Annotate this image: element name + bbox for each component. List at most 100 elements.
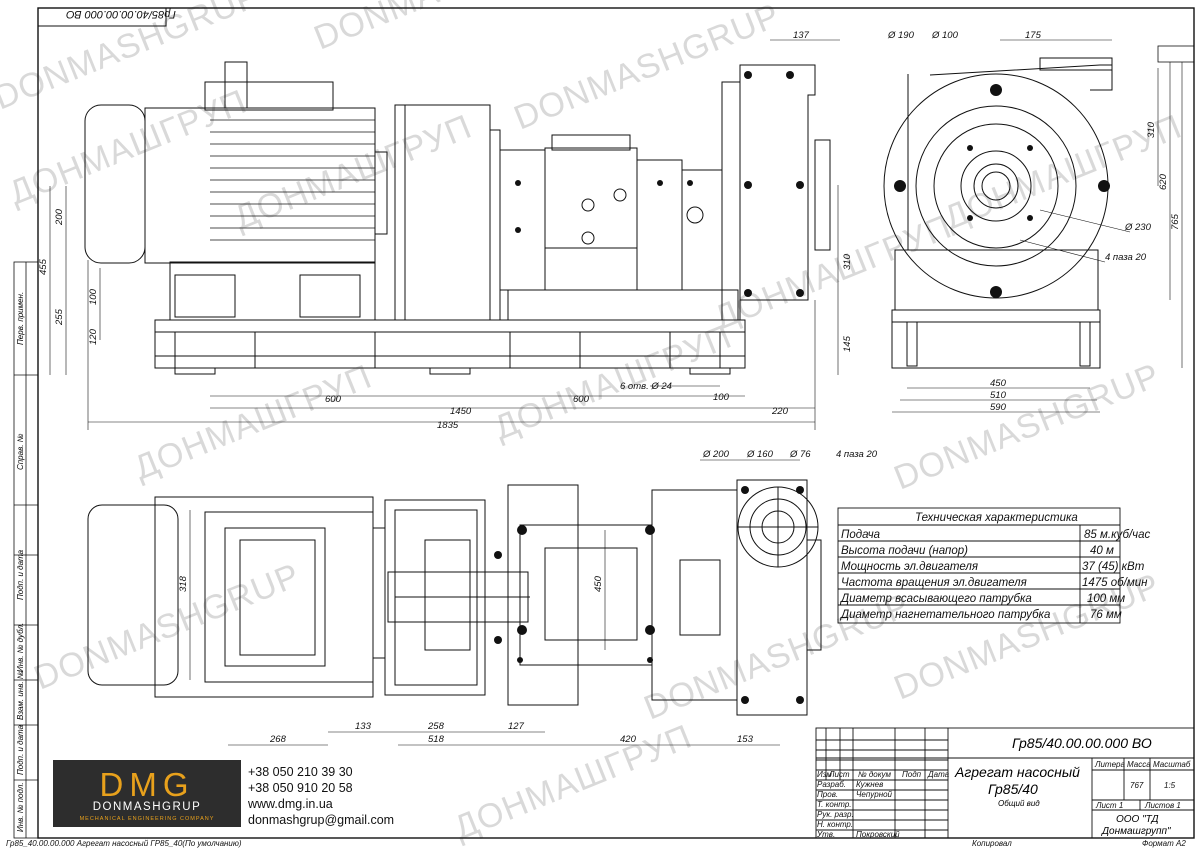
- dim-133: 133: [355, 721, 372, 732]
- top-code-box: [37, 7, 167, 27]
- person: Кужнев: [856, 780, 883, 789]
- sheets-total: Листов 1: [1144, 801, 1181, 810]
- spec-value: 76 мм: [1090, 609, 1122, 621]
- scale-header: Масштаб: [1153, 760, 1191, 769]
- stamp-label: Инв. № подл.: [16, 782, 25, 832]
- sheet-number: Лист 1: [1095, 801, 1123, 810]
- spec-label: Диаметр нагнетательного патрубка: [839, 609, 1050, 621]
- dim-420: 420: [620, 734, 637, 745]
- litera-header: Литера: [1094, 760, 1125, 769]
- product-model: Гр85/40: [988, 781, 1038, 797]
- product-name: Агрегат насосный: [954, 764, 1080, 780]
- dim-d100: Ø 100: [931, 30, 959, 41]
- footer-file-name: Гр85_40.00.00.000 Агрегат насосный ГР85_…: [6, 839, 242, 848]
- spec-table: [837, 507, 1121, 624]
- logo-mark: DMG: [99, 766, 195, 803]
- dim-268: 268: [269, 734, 287, 745]
- logo-name: DONMASHGRUP: [92, 801, 202, 813]
- dim-d76: Ø 76: [789, 449, 811, 460]
- role: Разраб.: [817, 780, 846, 789]
- top-dimensions: [189, 459, 800, 746]
- dim-590: 590: [990, 402, 1007, 413]
- dim-holes: 6 отв. Ø 24: [620, 381, 672, 392]
- dim-450: 450: [593, 575, 604, 592]
- col-header: Изм: [817, 770, 832, 779]
- dim-455: 455: [38, 258, 49, 275]
- spec-label: Диаметр всасывающего патрубка: [839, 593, 1032, 605]
- top-code: Гр85/40.00.00.000 ВО: [66, 8, 176, 20]
- dim-600: 600: [325, 394, 342, 405]
- spec-value: 100 мм: [1087, 593, 1125, 605]
- spec-label: Высота подачи (напор): [841, 545, 968, 557]
- spec-value: 1475 об/мин: [1082, 577, 1148, 589]
- dim-450: 450: [990, 378, 1007, 389]
- watermark: ДОНМАШГРУП: [449, 718, 697, 848]
- logo-subtitle: MECHANICAL ENGINEERING COMPANY: [79, 816, 215, 822]
- dim-518: 518: [428, 734, 445, 745]
- spec-value: 40 м: [1090, 545, 1114, 557]
- person: Чепурной: [856, 790, 893, 799]
- col-header: № докум: [858, 770, 892, 779]
- stamp-label: Подп. и дата: [16, 549, 25, 600]
- role: Рук. разр.: [817, 810, 854, 819]
- front-view: [84, 61, 831, 375]
- spec-table-text: Техническая характеристика Подача 85 м.к…: [839, 512, 1151, 621]
- phone-2: +38 050 910 20 58: [248, 781, 353, 795]
- watermark: DONMASHGRUP: [509, 0, 786, 137]
- website-link[interactable]: www.dmg.in.ua: [248, 797, 333, 811]
- front-dimensions: [49, 39, 840, 430]
- dim-137: 137: [793, 30, 810, 41]
- dim-d230: Ø 230: [1124, 222, 1152, 233]
- role: Утв.: [816, 830, 835, 839]
- spec-label: Подача: [841, 529, 880, 541]
- spec-value: 37 (45) кВт: [1082, 561, 1145, 573]
- dim-258: 258: [427, 721, 445, 732]
- title-block: [815, 727, 1195, 839]
- dim-600: 600: [573, 394, 590, 405]
- front-dim-labels: 137 600 600 1450 220 1835 6 отв. Ø 24 10…: [38, 30, 853, 431]
- spec-label: Мощность эл.двигателя: [841, 561, 978, 573]
- dim-slots: 4 паза 20: [836, 449, 878, 460]
- dim-d190: Ø 190: [887, 30, 915, 41]
- stamp-label: Инв. № дубл.: [16, 623, 25, 672]
- dim-127: 127: [508, 721, 525, 732]
- dim-d200: Ø 200: [702, 449, 730, 460]
- email-link[interactable]: donmashgrup@gmail.com: [248, 813, 395, 827]
- footer-format: Формат А2: [1142, 839, 1186, 848]
- col-header: Подп: [902, 770, 922, 779]
- watermark: ДОНМАШГРУП: [709, 208, 957, 338]
- dim-1835: 1835: [437, 420, 459, 431]
- top-view: [87, 479, 822, 716]
- organization: ООО "ТД: [1116, 814, 1159, 825]
- scale-value: 1:5: [1164, 781, 1176, 790]
- watermark: DONMASHGRUP: [889, 356, 1166, 497]
- end-dim-labels: Ø 190 Ø 100 175 310 620 765 Ø 230 4 паза…: [887, 30, 1181, 413]
- dim-120: 120: [88, 328, 99, 345]
- spec-value: 85 м.куб/час: [1084, 529, 1151, 541]
- dim-620: 620: [1158, 173, 1169, 190]
- top-dim-labels: Ø 200 Ø 160 Ø 76 4 паза 20 318 450 268 1…: [178, 449, 878, 745]
- person: Покровский: [856, 830, 900, 839]
- role: Н. контр.: [817, 820, 853, 829]
- end-dimensions: [892, 39, 1183, 413]
- dim-175: 175: [1025, 30, 1042, 41]
- title-block-text: Гр85/40.00.00.000 ВО Агрегат насосный Гр…: [816, 735, 1191, 839]
- spec-title: Техническая характеристика: [915, 512, 1078, 524]
- col-header: Дата: [927, 770, 950, 779]
- watermark: ДОНМАШГРУП: [489, 318, 737, 448]
- dim-153: 153: [737, 734, 754, 745]
- phone-1: +38 050 210 39 30: [248, 765, 353, 779]
- stamp-label: Подп. и дата: [16, 724, 25, 775]
- stamp-label: Взам. инв. №: [16, 670, 25, 720]
- end-view-bolts: [894, 84, 1110, 298]
- view-type: Общий вид: [998, 799, 1040, 808]
- dim-220: 220: [771, 406, 789, 417]
- designation: Гр85/40.00.00.000 ВО: [1012, 735, 1152, 751]
- watermark: DONMASHGRUP: [29, 556, 306, 697]
- mass-header: Масса: [1127, 760, 1151, 769]
- role: Т. контр.: [817, 800, 852, 809]
- col-header: Лист: [828, 770, 850, 779]
